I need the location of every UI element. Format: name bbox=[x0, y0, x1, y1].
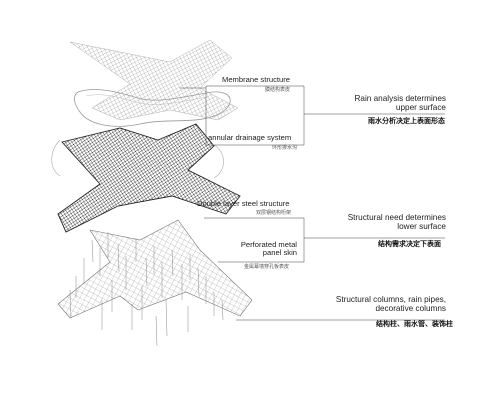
columns-layer bbox=[69, 232, 224, 347]
label-membrane-en: Membrane structure bbox=[222, 75, 290, 84]
steel-structure-layer bbox=[51, 123, 241, 233]
column-stroke bbox=[197, 267, 200, 297]
label-structural-need-zh: 结构需求决定下表面 bbox=[378, 241, 441, 248]
label-panel-en: Perforated metal panel skin bbox=[240, 240, 297, 257]
column-stroke bbox=[69, 289, 72, 319]
label-steel-zh: 双层钢结构桁架 bbox=[256, 210, 292, 216]
label-panel-zh: 金属幕墙穿孔板表皮 bbox=[244, 264, 290, 270]
label-drainage-zh: 环形排水沟 bbox=[272, 145, 298, 151]
label-columns-zh: 结构柱、雨水管、装饰柱 bbox=[376, 321, 453, 328]
label-drainage-en: annular drainage system bbox=[208, 133, 292, 142]
column-stroke bbox=[117, 243, 120, 273]
column-stroke bbox=[171, 249, 174, 277]
label-structural-need-en: Structural need determines lower surface bbox=[347, 213, 446, 231]
label-steel-en: Double layer steel structure bbox=[197, 199, 290, 208]
label-rain-analysis-en: Rain analysis determines upper surface bbox=[354, 94, 446, 112]
column-stroke bbox=[221, 299, 224, 321]
label-rain-analysis-zh: 雨水分析决定上表面形态 bbox=[368, 118, 445, 125]
label-columns-en: Structural columns, rain pipes, decorati… bbox=[335, 295, 446, 313]
drainage-ring-layer bbox=[74, 89, 231, 127]
column-stroke bbox=[165, 299, 168, 337]
column-stroke bbox=[155, 315, 158, 347]
panel-skin-layer bbox=[57, 219, 253, 319]
membrane-layer bbox=[69, 39, 239, 121]
column-stroke bbox=[91, 239, 94, 263]
leader-lines bbox=[180, 85, 445, 321]
column-stroke bbox=[145, 257, 148, 287]
label-membrane-zh: 膜结构表皮 bbox=[265, 87, 291, 93]
